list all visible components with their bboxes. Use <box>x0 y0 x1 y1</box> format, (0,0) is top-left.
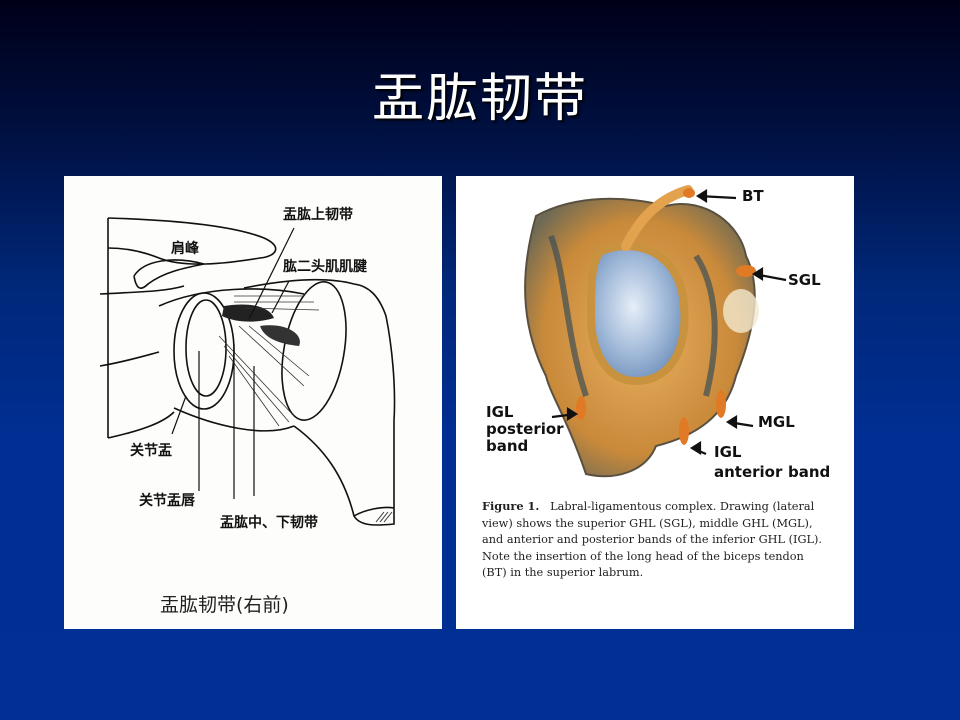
left-figure-panel: 盂肱上韧带 肩峰 肱二头肌肌腱 关节盂 关节盂唇 盂肱中、下韧带 盂肱韧带(右前… <box>64 176 442 629</box>
label-glenoid: 关节盂 <box>130 443 172 459</box>
slide-title: 盂肱韧带 <box>371 69 588 129</box>
label-acromion: 肩峰 <box>171 241 199 257</box>
label-igl-posterior-3: band <box>486 437 529 455</box>
label-igl-posterior-1: IGL <box>486 403 514 421</box>
figure-number: Figure 1. <box>482 499 540 513</box>
label-superior-ghl: 盂肱上韧带 <box>283 207 353 223</box>
label-biceps-tendon: 肱二头肌肌腱 <box>283 259 367 275</box>
label-igl-posterior-2: posterior <box>486 420 564 438</box>
label-middle-inferior-ghl: 盂肱中、下韧带 <box>220 515 318 531</box>
label-sgl: SGL <box>788 271 821 289</box>
shoulder-line-drawing <box>99 217 396 526</box>
label-glenoid-labrum: 关节盂唇 <box>139 493 195 509</box>
label-bt: BT <box>742 187 764 205</box>
label-igl-anterior-1: IGL <box>714 443 742 461</box>
label-igl-anterior-2: anterior <box>714 463 783 481</box>
label-igl-anterior-3: band <box>788 463 831 481</box>
right-figure-caption: Figure 1. Labral-ligamentous complex. Dr… <box>482 498 832 582</box>
right-figure-panel: BT SGL MGL IGL posterior band IGL anteri… <box>456 176 854 629</box>
left-figure-caption: 盂肱韧带(右前) <box>160 594 289 616</box>
label-mgl: MGL <box>758 413 795 431</box>
figure-caption-text: Labral-ligamentous complex. Drawing (lat… <box>482 500 823 579</box>
labral-ligamentous-illustration <box>524 185 787 478</box>
